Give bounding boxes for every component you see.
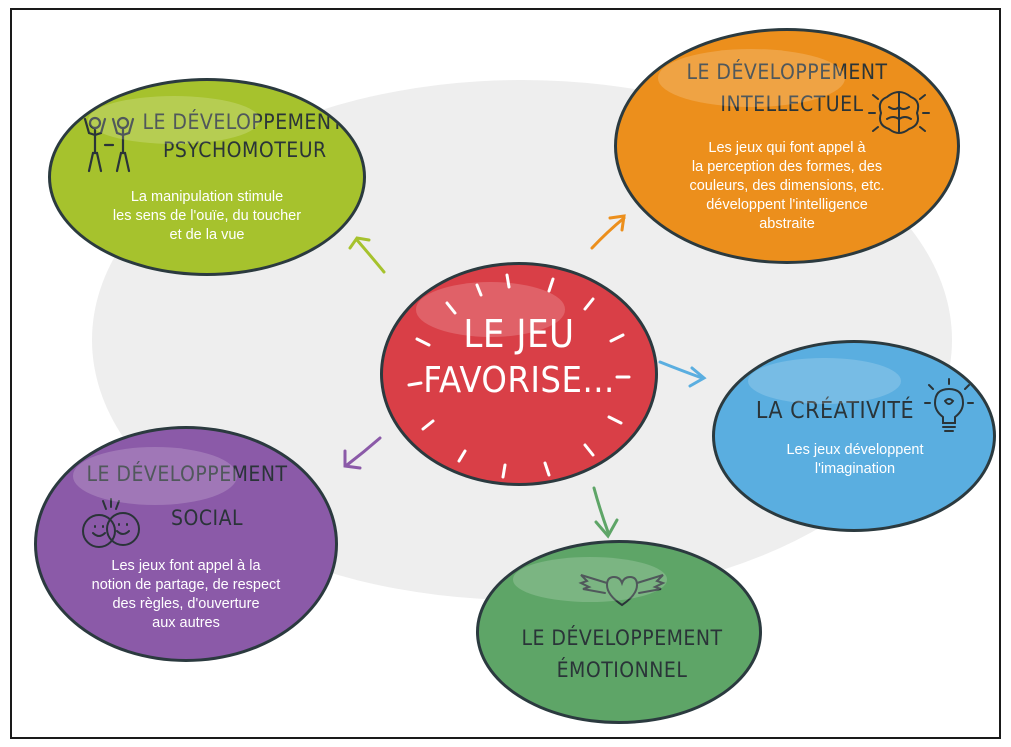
arrow-social [343, 436, 382, 470]
center-rays [407, 273, 631, 479]
arrow-creativite [658, 360, 707, 388]
intellectuel-desc-2: la perception des formes, des [691, 159, 883, 175]
social-desc-1: Les jeux font appel à la [111, 558, 261, 574]
psychomoteur-title-line1: Le développement [142, 110, 344, 134]
social-desc-2: notion de partage, de respect [91, 577, 281, 593]
social-desc-4: aux autres [152, 615, 220, 631]
center-node: Le jeu favorise... [380, 262, 658, 486]
emotionnel-title-line2: émotionnel [556, 658, 688, 682]
node-intellectuel: Le développement intellectuel Les jeux q… [614, 28, 960, 264]
emotionnel-title-line1: Le développement [521, 626, 723, 650]
brain-icon [868, 91, 930, 134]
psychomoteur-desc-3: et de la vue [169, 227, 245, 243]
center-line2: favorise... [423, 360, 615, 401]
intellectuel-desc-1: Les jeux qui font appel à [708, 140, 866, 156]
creativite-desc-1: Les jeux développent [786, 442, 924, 458]
smiling-faces-icon [82, 498, 140, 548]
lightbulb-icon [924, 378, 974, 432]
node-creativite: La créativité Les jeux développent l'ima… [712, 340, 996, 532]
psychomoteur-title-line2: psychomoteur [163, 138, 327, 162]
intellectuel-title-line1: Le développement [686, 60, 888, 84]
intellectuel-desc-3: couleurs, des dimensions, etc. [689, 178, 885, 194]
arrow-psychomoteur [348, 236, 386, 274]
creativite-desc-2: l'imagination [814, 461, 896, 477]
intellectuel-desc-4: développent l'intelligence [706, 197, 868, 213]
social-desc-3: des règles, d'ouverture [112, 596, 260, 612]
arrow-emotionnel [592, 486, 619, 539]
node-social: Le développement social Les jeux font ap… [34, 426, 338, 662]
arrow-intellectuel [590, 214, 626, 250]
intellectuel-desc-5: abstraite [759, 216, 815, 232]
psychomoteur-desc-2: les sens de l'ouïe, du toucher [112, 208, 302, 224]
infographic-frame: Le jeu favorise... [10, 8, 1001, 739]
intellectuel-title-line2: intellectuel [720, 92, 864, 116]
psychomoteur-desc-1: La manipulation stimule [130, 189, 284, 205]
winged-heart-icon [578, 574, 666, 607]
arrows-layer [343, 214, 707, 539]
node-emotionnel: Le développement émotionnel [476, 540, 762, 724]
social-title-line2: social [170, 506, 244, 530]
node-psychomoteur: Le développement psychomoteur La manipul… [48, 78, 366, 276]
social-title-line1: Le développement [86, 462, 288, 486]
children-playing-icon [83, 116, 135, 173]
creativite-title: La créativité [755, 398, 915, 424]
